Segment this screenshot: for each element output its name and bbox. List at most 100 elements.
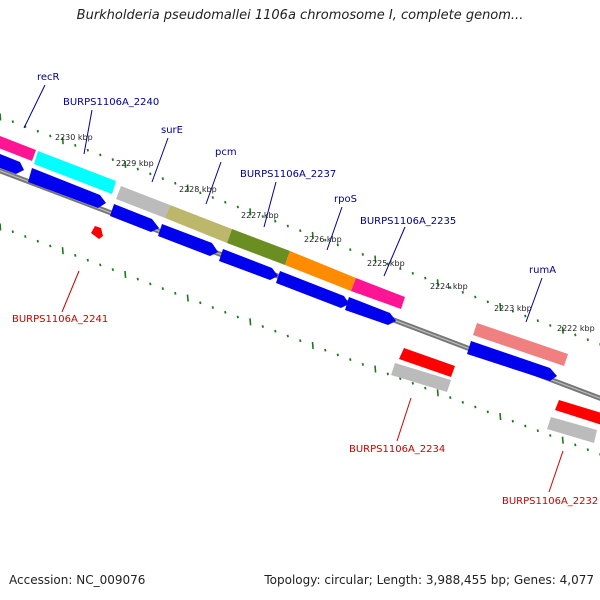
tick-mark-top [474,295,477,299]
tick-mark-top [424,276,427,280]
tick-mark-top [499,302,502,311]
tick-mark-bottom [386,372,389,376]
scale-label-2230: 2230 kbp [55,133,93,142]
gene-label-pcm[interactable]: pcm [215,147,237,158]
label-leader [383,226,406,277]
gene-label-rpoS[interactable]: rpoS [334,194,357,205]
gene-arrow-forward[interactable] [345,297,396,325]
scale-label-2224: 2224 kbp [430,282,468,291]
feature-bar-burps1106a-2240[interactable] [34,151,116,194]
tick-mark-bottom [274,329,277,333]
tick-mark-top [211,196,214,199]
tick-mark-top [261,215,264,218]
gene-arrow-reverse[interactable] [91,226,103,239]
gene-arrow-forward[interactable] [0,152,24,174]
gene-arrow-forward[interactable] [158,224,218,256]
tick-mark-top [274,219,277,223]
tick-mark-bottom [49,244,52,248]
label-leader [205,161,222,205]
tick-mark-bottom [174,291,177,295]
gene-label-burps1106a-2241[interactable]: BURPS1106A_2241 [12,314,108,325]
gene-arrow-reverse-shadow[interactable] [547,417,597,443]
gene-label-burps1106a-2235[interactable]: BURPS1106A_2235 [360,216,456,227]
gene-arrow-reverse[interactable] [555,400,600,426]
tick-row-top [0,113,600,346]
tick-mark-bottom [561,436,564,444]
tick-mark-top [524,314,527,318]
gene-label-recR[interactable]: recR [37,72,60,83]
tick-mark-top [174,181,177,185]
gene-arrow-reverse-shadow[interactable] [391,363,451,392]
tick-mark-top [586,338,589,342]
tick-mark-top [49,134,52,138]
gene-arrow-reverse[interactable] [399,348,455,377]
tick-mark-bottom [324,348,327,352]
tick-mark-bottom [249,318,252,326]
feature-bar-burps1106a-2237[interactable] [227,229,290,265]
tick-mark-top [224,200,227,204]
tick-mark-bottom [161,287,164,291]
scale-label-2225: 2225 kbp [367,259,405,268]
gene-arrow-forward[interactable] [467,341,557,381]
tick-mark-top [349,248,352,252]
tick-mark-bottom [261,325,264,328]
feature-bar-burps1106a-2235[interactable] [351,278,405,309]
feature-bar-pcm[interactable] [165,205,232,243]
tick-mark-top [374,255,377,263]
tick-mark-bottom [299,339,302,343]
tick-mark-top [149,172,152,176]
feature-bar-recR[interactable] [0,134,36,161]
tick-mark-bottom [349,358,352,362]
tick-mark-bottom [111,268,114,272]
scale-label-2227: 2227 kbp [241,211,279,220]
gene-label-burps1106a-2237[interactable]: BURPS1106A_2237 [240,169,336,180]
tick-mark-bottom [486,410,489,414]
tick-mark-bottom [336,353,339,357]
feature-bar-rumA[interactable] [473,323,568,366]
gene-arrow-forward[interactable] [110,204,159,232]
label-leader [263,181,277,228]
tick-mark-bottom [524,424,527,428]
gene-label-burps1106a-2234[interactable]: BURPS1106A_2234 [349,444,445,455]
tick-mark-top [249,208,252,216]
tick-mark-top [86,148,89,152]
gene-label-burps1106a-2240[interactable]: BURPS1106A_2240 [63,97,159,108]
tick-mark-top [311,231,314,239]
tick-mark-bottom [586,448,589,452]
tick-mark-top [74,143,77,147]
gene-arrow-forward[interactable] [28,168,106,208]
tick-mark-bottom [474,405,477,409]
tick-mark-bottom [124,270,127,278]
tick-mark-bottom [86,258,89,262]
tick-mark-bottom [0,223,2,231]
tick-mark-top [61,137,64,145]
feature-bar-rpoS[interactable] [285,251,356,291]
tick-mark-top [199,191,202,195]
tick-mark-bottom [11,230,14,234]
gene-label-surE[interactable]: surE [161,125,183,136]
gene-label-burps1106a-2232[interactable]: BURPS1106A_2232 [502,496,598,507]
gene-arrow-forward[interactable] [219,249,278,280]
label-leader [83,109,93,155]
tick-mark-top [324,238,327,242]
topology-text: Topology: circular; Length: 3,988,455 bp… [264,573,594,587]
tick-mark-top [399,267,402,271]
tick-mark-bottom [411,381,414,385]
tick-mark-bottom [361,362,364,366]
scale-label-2229: 2229 kbp [116,159,154,168]
gene-label-rumA[interactable]: rumA [529,265,556,276]
tick-mark-top [0,113,2,121]
label-leader [23,84,46,129]
label-leader [61,270,80,313]
tick-mark-top [461,290,464,294]
feature-bar-surE[interactable] [116,186,170,218]
tick-mark-bottom [236,315,239,319]
tick-mark-top [536,319,539,323]
tick-mark-top [286,224,289,228]
gene-arrow-forward[interactable] [276,271,349,308]
tick-mark-top [386,262,389,266]
tick-mark-bottom [424,386,427,390]
tick-mark-bottom [99,263,102,267]
tick-mark-top [136,167,139,171]
tick-mark-top [486,300,489,304]
